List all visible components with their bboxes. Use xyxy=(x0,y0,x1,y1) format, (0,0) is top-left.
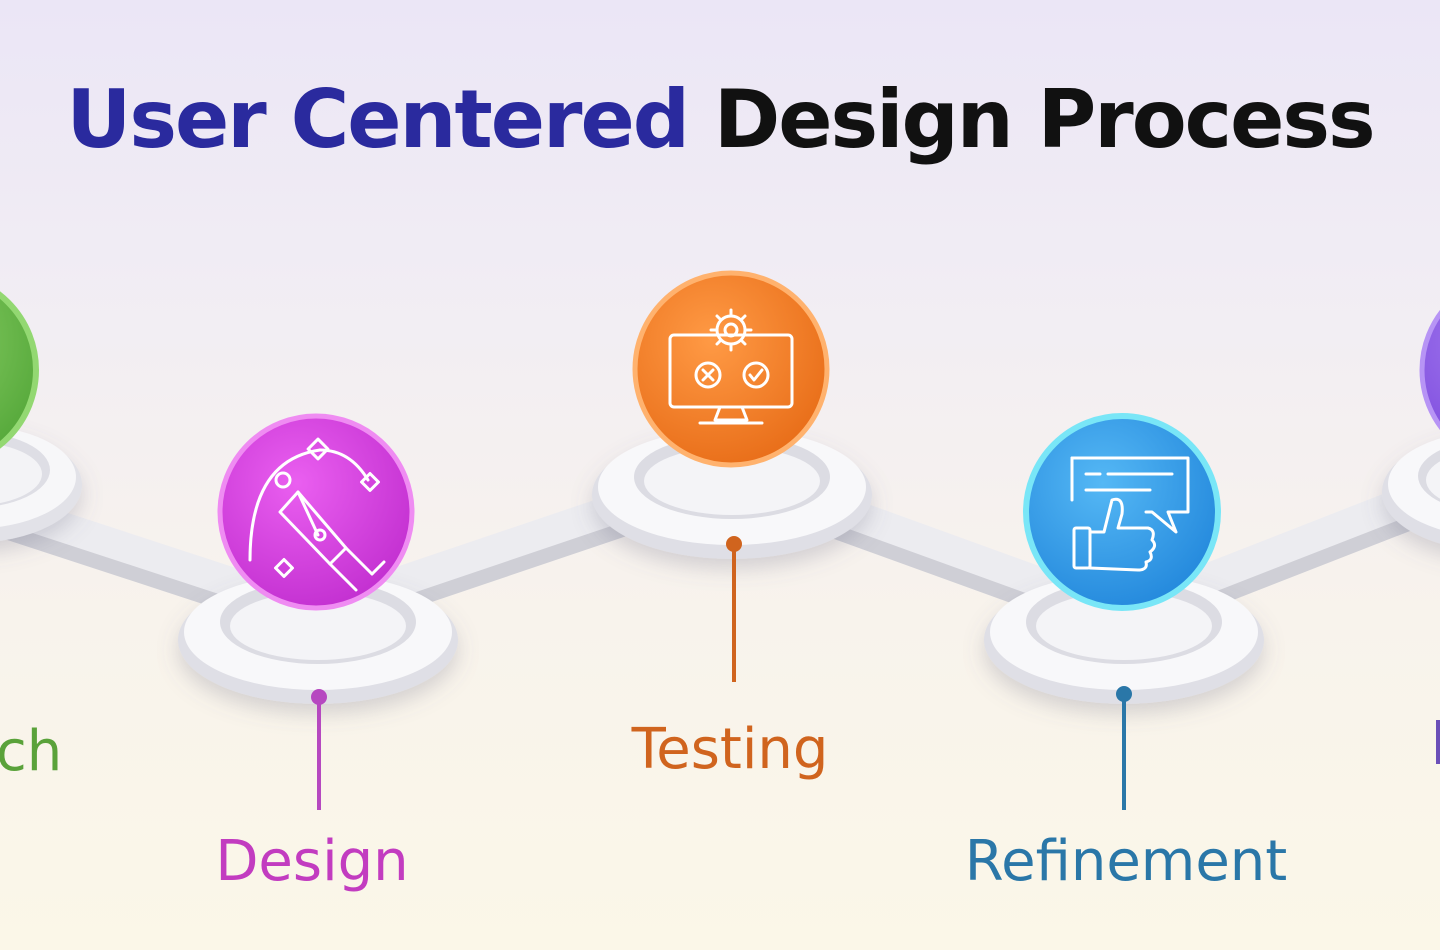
step-design-platform xyxy=(178,574,458,704)
step-research: ch xyxy=(0,291,82,784)
step-testing-platform xyxy=(592,429,872,559)
pen-tool-icon xyxy=(217,413,415,611)
step-design: Design xyxy=(178,413,458,894)
title-part-1: User Centered xyxy=(66,73,690,166)
page-title: User Centered Design Process xyxy=(0,72,1440,168)
step-refinement-pin-dot xyxy=(1116,686,1132,702)
research-icon xyxy=(0,291,39,449)
step-refinement: Refinement xyxy=(965,413,1288,894)
step-research-label: ch xyxy=(0,719,62,784)
next-step-icon xyxy=(1419,309,1440,431)
step-testing: Testing xyxy=(592,270,872,782)
step-testing-pin-dot xyxy=(726,536,742,552)
step-next-label-fragment xyxy=(1436,720,1440,764)
step-refinement-label: Refinement xyxy=(965,829,1288,894)
monitor-gear-icon xyxy=(632,270,830,468)
step-research-platform xyxy=(0,427,82,541)
step-next-platform xyxy=(1382,438,1440,544)
step-testing-label: Testing xyxy=(631,717,829,782)
step-next xyxy=(1382,309,1440,764)
step-design-pin-dot xyxy=(311,689,327,705)
step-design-label: Design xyxy=(215,829,408,894)
feedback-thumbs-up-icon xyxy=(1023,413,1221,611)
step-refinement-platform xyxy=(984,574,1264,704)
title-part-2: Design Process xyxy=(713,73,1376,166)
